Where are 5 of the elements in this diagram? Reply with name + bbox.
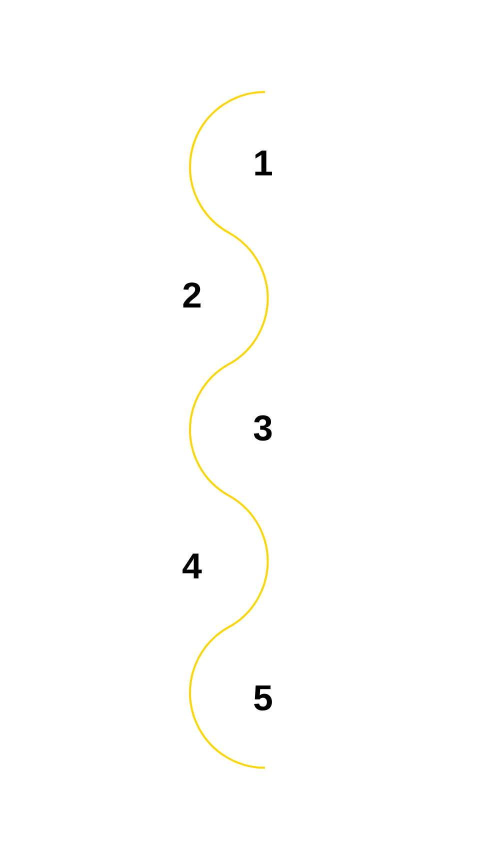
step-number: 3 [254, 415, 272, 441]
step-number: 5 [254, 686, 272, 710]
step-number: 1 [255, 150, 272, 176]
step-number: 2 [183, 282, 201, 308]
step-number: 4 [182, 554, 202, 578]
